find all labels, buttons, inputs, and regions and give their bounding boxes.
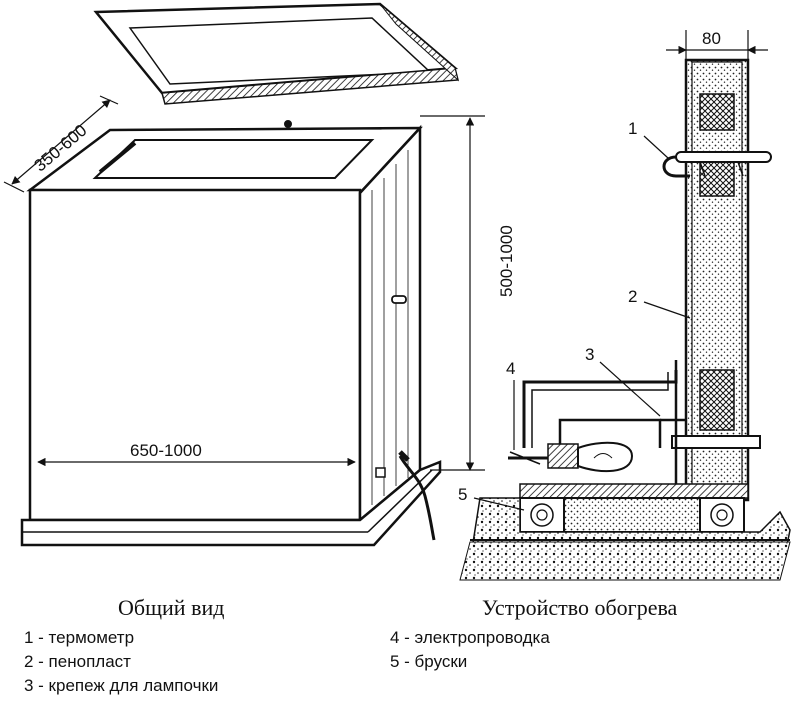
box-side: [358, 124, 422, 523]
dimension-lines-right: [666, 30, 768, 66]
dimension-lines-left: [3, 95, 485, 471]
callout-5: 5: [458, 485, 467, 504]
legend-item-1: 1 - термометр: [24, 628, 135, 647]
lamp-bulb: [508, 441, 634, 473]
callout-1: 1: [628, 119, 637, 138]
legend-item-5: 5 - бруски: [390, 652, 468, 671]
callout-leaders: [473, 135, 691, 511]
lamp-bracket: [558, 418, 662, 448]
callout-3: 3: [585, 345, 594, 364]
box-general-view: [20, 2, 459, 547]
legend-item-3: 3 - крепеж для лампочки: [24, 676, 219, 695]
lid: [93, 2, 459, 105]
box-base: [20, 460, 442, 547]
legend-item-4: 4 - электропроводка: [390, 628, 550, 647]
power-cord: [398, 455, 436, 541]
dim-wall-label: 80: [702, 29, 721, 48]
heating-device-section: [459, 58, 791, 581]
legend-item-2: 2 - пенопласт: [24, 652, 131, 671]
thermometer: [662, 151, 772, 178]
wiring: [522, 370, 678, 448]
dim-height-label: 500-1000: [497, 225, 516, 297]
callout-4: 4: [506, 359, 515, 378]
dim-width-label: 650-1000: [130, 441, 202, 460]
caption-general-view: Общий вид: [118, 595, 225, 620]
caption-heating-device: Устройство обогрева: [482, 595, 678, 620]
box-opening: [92, 139, 375, 179]
box-front: [28, 188, 362, 522]
bars: [519, 497, 745, 533]
callout-2: 2: [628, 287, 637, 306]
